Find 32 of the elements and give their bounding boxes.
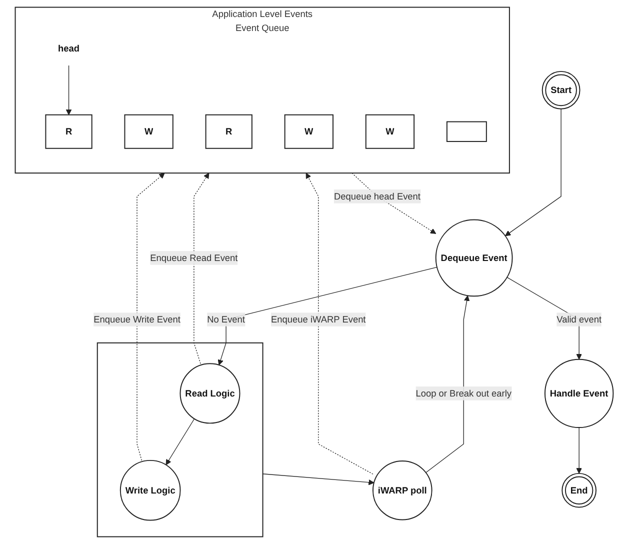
node-circle: Read Logic (180, 363, 241, 424)
node-circle: Write Logic (120, 460, 181, 521)
node-circle: Handle Event (544, 358, 614, 428)
arrow (576, 427, 582, 474)
arrow (306, 172, 374, 474)
edge-label: Valid event (556, 314, 602, 324)
arrow (426, 295, 470, 473)
node-circle: End (562, 472, 597, 508)
arrow (194, 172, 210, 364)
node-circle: Dequeue Event (436, 219, 514, 297)
cluster (97, 342, 264, 538)
arrow (505, 108, 562, 236)
node-circle: iWARP poll (372, 460, 433, 520)
arrow (66, 65, 72, 116)
node-box: W (284, 114, 334, 149)
edge-label: Enqueue iWARP Event (271, 314, 366, 324)
edge-label: No Event (207, 314, 246, 324)
edge-label: Enqueue Write Event (94, 314, 181, 324)
node-circle: Start (542, 70, 581, 110)
node-box: W (366, 114, 415, 149)
arrow (262, 474, 375, 486)
arrow (218, 266, 438, 366)
node-text: head (58, 43, 80, 54)
edge-label: Dequeue head Event (334, 190, 421, 202)
edge-label: Enqueue Read Event (150, 252, 238, 263)
node-box: R (206, 114, 253, 149)
arrow (136, 172, 166, 461)
node-box (446, 121, 488, 142)
node-box: W (124, 114, 174, 149)
edge-label: Loop or Break out early (416, 388, 512, 398)
node-box: R (45, 114, 93, 149)
arrow (166, 418, 195, 466)
